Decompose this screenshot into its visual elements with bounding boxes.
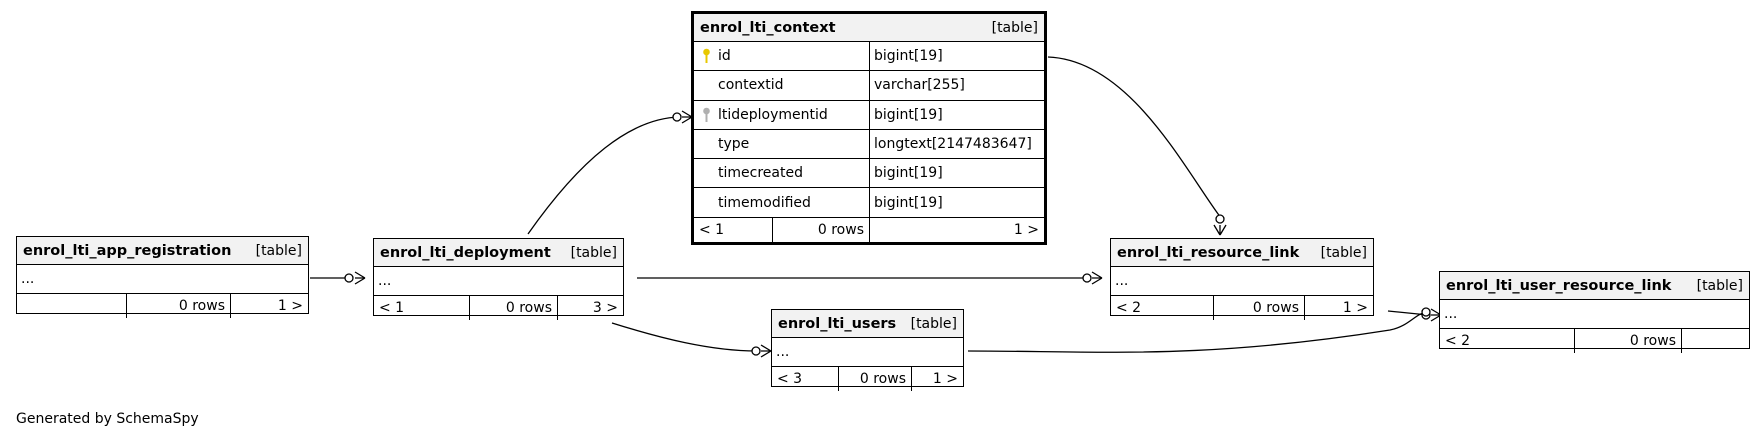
table-header: enrol_lti_context [table] <box>694 14 1044 42</box>
parents-link[interactable]: < 1 <box>374 296 470 320</box>
table-footer: < 2 0 rows 1 > <box>1111 296 1373 320</box>
parents-link[interactable] <box>17 294 127 318</box>
table-enrol-lti-context[interactable]: enrol_lti_context [table] id bigint[19] … <box>691 11 1047 245</box>
columns-ellipsis: ... <box>1440 300 1749 329</box>
table-header: enrol_lti_deployment [table] <box>374 239 623 267</box>
parents-link[interactable]: < 3 <box>772 367 839 391</box>
table-enrol-lti-resource-link[interactable]: enrol_lti_resource_link [table] ... < 2 … <box>1110 238 1374 320</box>
table-type: [table] <box>991 19 1038 36</box>
column-row[interactable]: ltideploymentid bigint[19] <box>694 100 1044 130</box>
relation-marker <box>1215 214 1225 224</box>
table-footer: < 1 0 rows 1 > <box>694 217 1044 242</box>
row-count: 0 rows <box>773 217 870 242</box>
parents-link[interactable]: < 1 <box>694 217 773 242</box>
table-header: enrol_lti_app_registration [table] <box>17 237 308 265</box>
table-header: enrol_lti_user_resource_link [table] <box>1440 272 1749 300</box>
parents-link[interactable]: < 2 <box>1111 296 1214 320</box>
columns-ellipsis: ... <box>772 338 963 367</box>
primary-key-icon <box>702 48 718 64</box>
parents-link[interactable]: < 2 <box>1440 329 1575 353</box>
table-name: enrol_lti_users <box>778 315 897 332</box>
column-name: id <box>718 48 731 65</box>
column-row[interactable]: timemodified bigint[19] <box>694 188 1044 218</box>
relation-marker <box>751 346 761 356</box>
relation-marker <box>672 112 682 122</box>
column-name: timecreated <box>718 165 803 182</box>
children-link[interactable]: 1 > <box>1013 221 1039 238</box>
column-name: contextid <box>718 77 784 94</box>
columns-ellipsis: ... <box>374 267 623 296</box>
columns-ellipsis: ... <box>17 265 308 294</box>
table-name: enrol_lti_deployment <box>380 244 551 261</box>
relation-marker <box>1421 307 1431 317</box>
children-link[interactable]: 1 > <box>1342 300 1368 316</box>
column-type: bigint[19] <box>874 48 943 65</box>
table-footer: 0 rows 1 > <box>17 294 308 318</box>
table-type: [table] <box>1320 244 1367 261</box>
relation-context-resource-link <box>1047 56 1222 219</box>
table-enrol-lti-user-resource-link[interactable]: enrol_lti_user_resource_link [table] ...… <box>1439 271 1750 353</box>
column-type: bigint[19] <box>874 106 943 123</box>
table-enrol-lti-users[interactable]: enrol_lti_users [table] ... < 3 0 rows 1… <box>771 309 964 391</box>
children-link[interactable]: 1 > <box>277 298 303 314</box>
column-type: varchar[255] <box>874 77 965 94</box>
generator-caption: Generated by SchemaSpy <box>16 411 199 427</box>
relation-users-user-resource-link <box>967 311 1429 353</box>
row-count: 0 rows <box>470 296 558 320</box>
column-row[interactable]: type longtext[2147483647] <box>694 129 1044 160</box>
row-count: 0 rows <box>1575 329 1682 353</box>
column-name: type <box>718 136 750 153</box>
table-name: enrol_lti_resource_link <box>1117 244 1300 261</box>
relation-marker <box>1091 271 1103 285</box>
column-row[interactable]: timecreated bigint[19] <box>694 159 1044 189</box>
table-type: [table] <box>910 315 957 332</box>
children-link[interactable]: 1 > <box>932 371 958 387</box>
column-type: bigint[19] <box>874 165 943 182</box>
relation-marker <box>681 110 693 124</box>
column-type: bigint[19] <box>874 194 943 211</box>
column-name: timemodified <box>718 194 811 211</box>
table-footer: < 3 0 rows 1 > <box>772 367 963 391</box>
table-type: [table] <box>255 242 302 259</box>
row-count: 0 rows <box>127 294 231 318</box>
table-enrol-lti-app-registration[interactable]: enrol_lti_app_registration [table] ... 0… <box>16 236 309 318</box>
columns-ellipsis: ... <box>1111 267 1373 296</box>
table-enrol-lti-deployment[interactable]: enrol_lti_deployment [table] ... < 1 0 r… <box>373 238 624 320</box>
table-header: enrol_lti_resource_link [table] <box>1111 239 1373 267</box>
row-count: 0 rows <box>839 367 912 391</box>
column-type: longtext[2147483647] <box>874 136 1032 153</box>
children-link[interactable] <box>1682 329 1749 353</box>
relation-marker <box>344 273 354 283</box>
table-footer: < 1 0 rows 3 > <box>374 296 623 320</box>
relation-marker <box>354 271 366 285</box>
column-row[interactable]: id bigint[19] <box>694 42 1044 72</box>
relation-marker <box>760 344 772 358</box>
table-footer: < 2 0 rows <box>1440 329 1749 353</box>
foreign-key-icon <box>702 107 718 123</box>
relation-deployment-context <box>527 116 681 235</box>
table-name: enrol_lti_user_resource_link <box>1446 277 1672 294</box>
row-count: 0 rows <box>1214 296 1305 320</box>
column-name: ltideploymentid <box>718 106 828 123</box>
table-type: [table] <box>570 244 617 261</box>
table-header: enrol_lti_users [table] <box>772 310 963 338</box>
table-name: enrol_lti_context <box>700 19 836 36</box>
relation-deployment-users <box>611 322 758 352</box>
column-row[interactable]: contextid varchar[255] <box>694 71 1044 101</box>
relation-marker <box>1082 273 1092 283</box>
table-type: [table] <box>1696 277 1743 294</box>
table-name: enrol_lti_app_registration <box>23 242 232 259</box>
children-link[interactable]: 3 > <box>592 300 618 316</box>
relation-marker <box>1213 224 1227 236</box>
